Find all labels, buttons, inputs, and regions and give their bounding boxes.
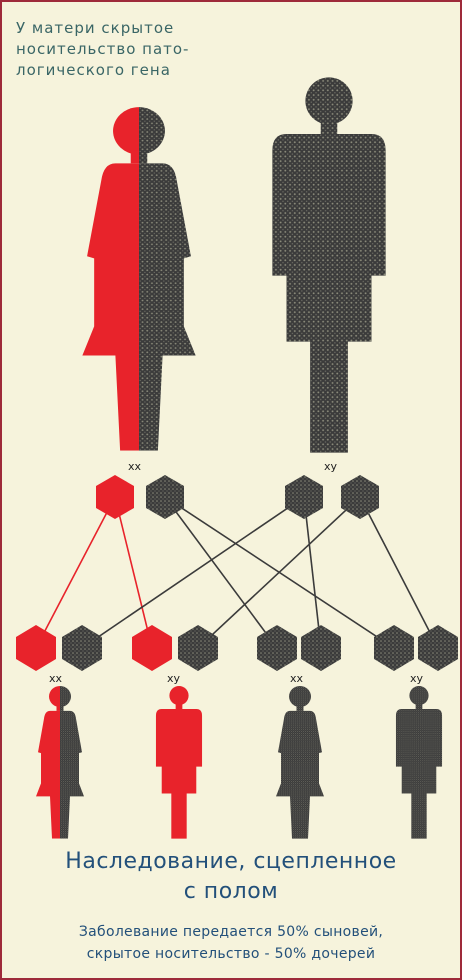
child3-chromosome-a — [257, 625, 297, 671]
line-father-to-child4 — [360, 497, 438, 648]
line-father-to-child1 — [82, 497, 304, 648]
title-line-2: с полом — [0, 877, 462, 907]
child1-genotype-label: xx — [49, 672, 63, 685]
child1-carrier-daughter — [36, 686, 84, 839]
mother-chromosome-normal — [146, 475, 184, 519]
mother-genotype-label: xx — [128, 460, 142, 473]
diagram-subtitle: Заболевание передается 50% сыновей, скры… — [0, 921, 462, 965]
subtitle-line-1: Заболевание передается 50% сыновей, — [0, 921, 462, 943]
child3-healthy-daughter — [276, 686, 324, 839]
child3-genotype-label: xx — [290, 672, 304, 685]
line-mother-to-child3 — [165, 497, 277, 648]
child3-chromosome-b — [301, 625, 341, 671]
line-mother-to-child2 — [115, 497, 152, 648]
father-chromosome-x — [285, 475, 323, 519]
child4-chromosome-b — [418, 625, 458, 671]
inheritance-lines — [36, 497, 438, 648]
line-father-to-child2 — [198, 497, 360, 648]
line-mother-to-child1 — [36, 497, 115, 648]
parent-chromosomes — [96, 475, 379, 519]
children-chromosomes — [16, 625, 458, 671]
child1-chromosome-a — [16, 625, 56, 671]
title-line-1: Наследование, сцепленное — [0, 847, 462, 877]
mother-figure — [82, 107, 195, 450]
child2-chromosome-a — [132, 625, 172, 671]
father-chromosome-y — [341, 475, 379, 519]
child2-genotype-label: xy — [167, 672, 181, 685]
child1-chromosome-b — [62, 625, 102, 671]
child4-chromosome-a — [374, 625, 414, 671]
subtitle-line-2: скрытое носительство - 50% дочерей — [0, 943, 462, 965]
child2-chromosome-b — [178, 625, 218, 671]
father-figure — [272, 77, 385, 452]
child2-affected-son — [156, 686, 202, 839]
child4-healthy-son — [396, 686, 442, 839]
diagram-title: Наследование, сцепленное с полом — [0, 847, 462, 907]
mother-chromosome-affected — [96, 475, 134, 519]
child4-genotype-label: xy — [410, 672, 424, 685]
line-father-to-child3 — [304, 497, 321, 648]
father-genotype-label: xy — [324, 460, 338, 473]
